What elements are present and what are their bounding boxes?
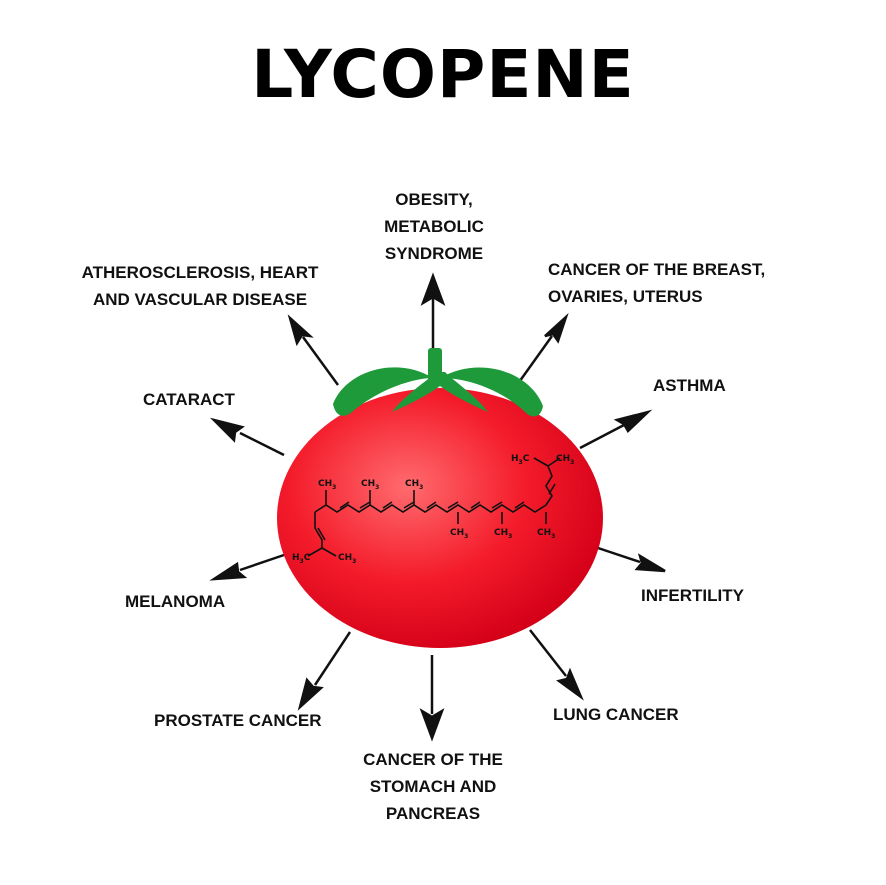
- methyl-label: H3C: [292, 553, 311, 565]
- label-infertility: INFERTILITY: [641, 582, 744, 609]
- label-line: PROSTATE CANCER: [154, 711, 322, 730]
- methyl-label: CH3: [405, 479, 423, 491]
- methyl-label: CH3: [537, 528, 555, 540]
- label-cataract: CATARACT: [143, 386, 235, 413]
- methyl-label: H3C: [511, 454, 530, 466]
- label-line: STOMACH AND: [369, 777, 497, 796]
- label-line: AND VASCULAR DISEASE: [92, 290, 308, 309]
- arrow-melanoma: [209, 553, 285, 581]
- label-line: OVARIES, UTERUS: [548, 287, 703, 306]
- label-line: PANCREAS: [385, 804, 481, 823]
- molecule-labels: CH3 CH3 CH3 CH3 CH3 CH3 CH3 CH3 H3C H3C: [292, 454, 574, 565]
- label-line: LUNG CANCER: [553, 705, 679, 724]
- tomato-icon: [277, 388, 603, 648]
- arrow-breast: [515, 312, 569, 386]
- label-line: METABOLIC: [384, 217, 484, 236]
- methyl-label: CH3: [318, 479, 336, 491]
- arrow-atherosclerosis: [287, 314, 340, 386]
- label-melanoma: MELANOMA: [125, 588, 225, 615]
- label-asthma: ASTHMA: [653, 372, 726, 399]
- methyl-label: CH3: [361, 479, 379, 491]
- arrow-cataract: [209, 417, 285, 457]
- arrow-lung: [529, 629, 584, 701]
- label-lung: LUNG CANCER: [553, 701, 679, 728]
- arrow-prostate: [297, 631, 352, 711]
- label-line: OBESITY,: [395, 190, 473, 209]
- label-obesity: OBESITY, METABOLIC SYNDROME: [368, 186, 500, 267]
- label-line: ATHEROSCLEROSIS, HEART: [81, 263, 319, 282]
- arrow-stomach: [419, 655, 445, 742]
- methyl-label: CH3: [450, 528, 468, 540]
- arrow-asthma: [579, 409, 653, 450]
- methyl-label: CH3: [494, 528, 512, 540]
- label-line: CANCER OF THE: [363, 750, 503, 769]
- label-atherosclerosis: ATHEROSCLEROSIS, HEART AND VASCULAR DISE…: [60, 259, 340, 313]
- methyl-label: CH3: [338, 553, 356, 565]
- label-line: INFERTILITY: [641, 586, 744, 605]
- label-line: CANCER OF THE BREAST,: [548, 260, 766, 279]
- label-stomach: CANCER OF THE STOMACH AND PANCREAS: [343, 746, 523, 827]
- label-line: SYNDROME: [384, 244, 484, 263]
- lycopene-molecule: [307, 457, 561, 557]
- methyl-label: CH3: [556, 454, 574, 466]
- label-line: MELANOMA: [125, 592, 226, 611]
- label-prostate: PROSTATE CANCER: [154, 707, 322, 734]
- label-line: ASTHMA: [653, 376, 726, 395]
- arrow-obesity: [420, 272, 446, 350]
- label-line: CATARACT: [143, 390, 235, 409]
- tomato-leaves: [333, 348, 543, 417]
- label-breast: CANCER OF THE BREAST, OVARIES, UTERUS: [548, 256, 765, 310]
- arrow-infertility: [594, 545, 666, 573]
- page-title: LYCOPENE: [251, 36, 635, 113]
- arrows: [209, 272, 666, 742]
